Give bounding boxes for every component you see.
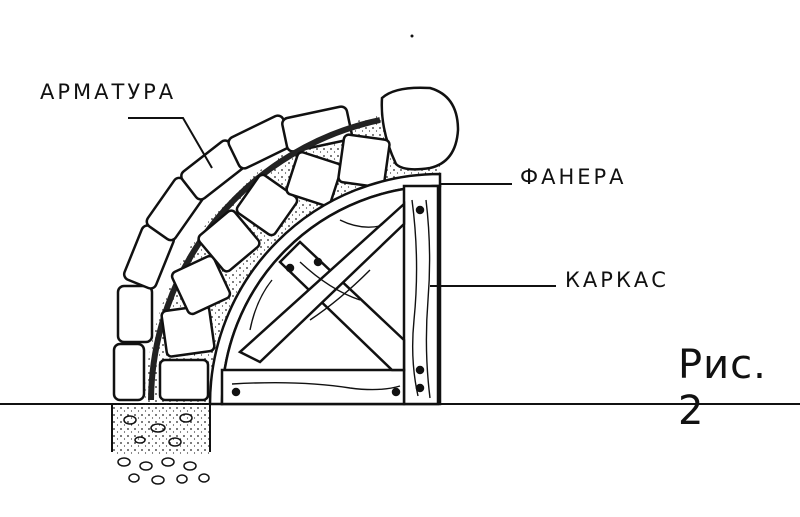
label-rebar: АРМАТУРА xyxy=(40,80,177,104)
leader-lines xyxy=(128,117,556,287)
outer-stones xyxy=(112,86,460,402)
ink-speck xyxy=(410,34,414,38)
figure-caption: Рис. 2 xyxy=(678,342,767,434)
foundation xyxy=(111,404,211,485)
rebar-line xyxy=(148,117,381,401)
label-frame: КАРКАС xyxy=(565,268,669,292)
inner-stones xyxy=(158,133,391,402)
timber-frame xyxy=(220,184,442,406)
label-plywood: ФАНЕРА xyxy=(520,165,627,189)
